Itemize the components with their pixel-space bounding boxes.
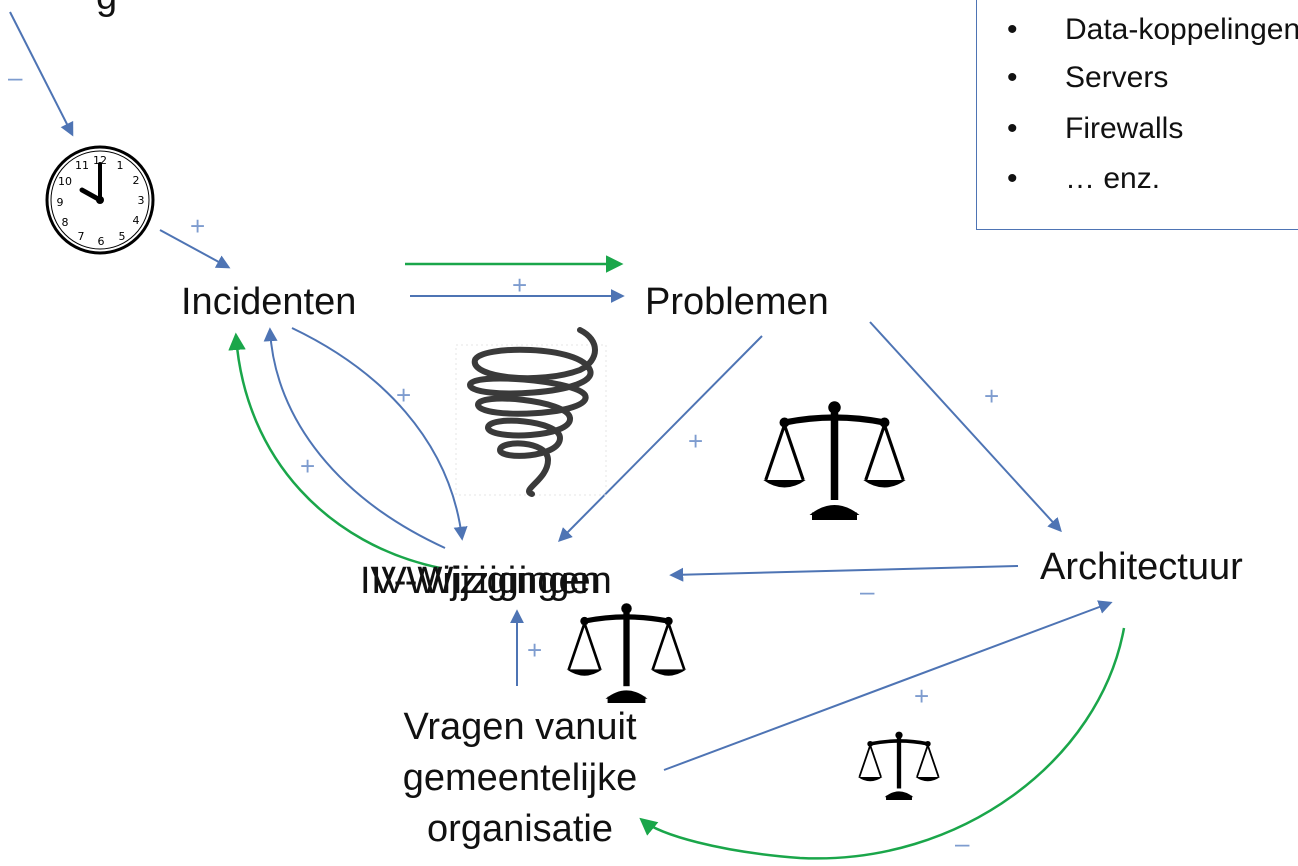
node-vragen-vanuit-gemeentelijke-organisatie: Vragen vanuit gemeentelijke organisatie xyxy=(370,708,670,861)
svg-text:10: 10 xyxy=(58,175,72,188)
svg-text:1: 1 xyxy=(117,159,124,172)
arrow-wijzigingen-to-incidenten-green xyxy=(228,332,441,570)
arrow-clock-to-incidenten xyxy=(159,229,231,269)
svg-text:8: 8 xyxy=(62,216,69,229)
polarity-plus: + xyxy=(300,451,316,481)
legend-item: • … enz. xyxy=(1007,164,1160,194)
legend-item-text: Servers xyxy=(1065,61,1169,94)
polarity-plus: + xyxy=(914,681,930,711)
legend-item-text: Data-koppelingen xyxy=(1065,13,1298,46)
arrow-input-to-clock xyxy=(9,11,74,137)
bullet-icon: • xyxy=(1007,112,1018,145)
arrow-incidenten-to-wijzigingen xyxy=(291,327,468,541)
node-vragen-line-1: Vragen vanuit xyxy=(403,706,637,748)
bullet-icon: • xyxy=(1007,162,1018,195)
arrow-problemen-to-architectuur xyxy=(869,321,1062,533)
polarity-plus: + xyxy=(688,426,704,456)
svg-text:3: 3 xyxy=(138,194,145,207)
svg-text:4: 4 xyxy=(133,214,140,227)
arrow-architectuur-to-vragen-green xyxy=(639,627,1126,860)
node-iv-wijzigingen-overlap: IV-Wijzigingen xyxy=(371,560,612,602)
node-architectuur: Architectuur xyxy=(1040,546,1243,588)
svg-text:6: 6 xyxy=(98,235,105,248)
top-left-fragment: g xyxy=(96,0,117,16)
legend-item: • Firewalls xyxy=(1007,114,1183,144)
legend-item: • Data-koppelingen xyxy=(1007,15,1298,45)
clock-icon: 12 1 2 3 4 5 6 7 8 9 10 11 xyxy=(45,145,155,255)
arrow-vragen-to-architectuur xyxy=(663,600,1113,771)
polarity-minus: – xyxy=(955,828,970,858)
svg-text:7: 7 xyxy=(78,230,85,243)
svg-text:5: 5 xyxy=(119,230,126,243)
arrow-wijzigingen-to-incidenten-blue xyxy=(263,327,446,549)
spiral-icon xyxy=(455,327,607,497)
legend-box: • Data-koppelingen • Servers • Firewalls • …… xyxy=(976,0,1298,230)
balance-scale-icon xyxy=(763,401,906,520)
node-problemen: Problemen xyxy=(645,281,829,323)
svg-text:2: 2 xyxy=(133,174,140,187)
bullet-icon: • xyxy=(1007,13,1018,46)
svg-text:12: 12 xyxy=(93,154,107,167)
polarity-plus: + xyxy=(396,380,412,410)
node-vragen-line-2: gemeentelijke xyxy=(402,757,638,799)
node-vragen-line-3: organisatie xyxy=(427,808,613,850)
svg-text:11: 11 xyxy=(75,159,89,172)
node-iv-wijzigingen: IV-Wijzigingen xyxy=(360,560,601,602)
polarity-minus: – xyxy=(8,62,23,92)
polarity-plus: + xyxy=(984,381,1000,411)
polarity-plus: + xyxy=(512,270,528,300)
node-incidenten: Incidenten xyxy=(181,281,357,323)
legend-item: • Servers xyxy=(1007,63,1168,93)
legend-item-text: … enz. xyxy=(1065,162,1161,195)
bullet-icon: • xyxy=(1007,61,1018,94)
balance-scale-icon xyxy=(856,729,942,802)
legend-item-text: Firewalls xyxy=(1065,112,1184,145)
arrow-problemen-to-wijzigingen xyxy=(558,335,763,542)
arrow-architectuur-to-wijzigingen xyxy=(669,565,1019,582)
balance-scale-icon xyxy=(567,603,687,703)
polarity-minus: – xyxy=(860,576,875,606)
polarity-plus: + xyxy=(527,635,543,665)
polarity-plus: + xyxy=(190,211,206,241)
svg-text:9: 9 xyxy=(57,196,64,209)
